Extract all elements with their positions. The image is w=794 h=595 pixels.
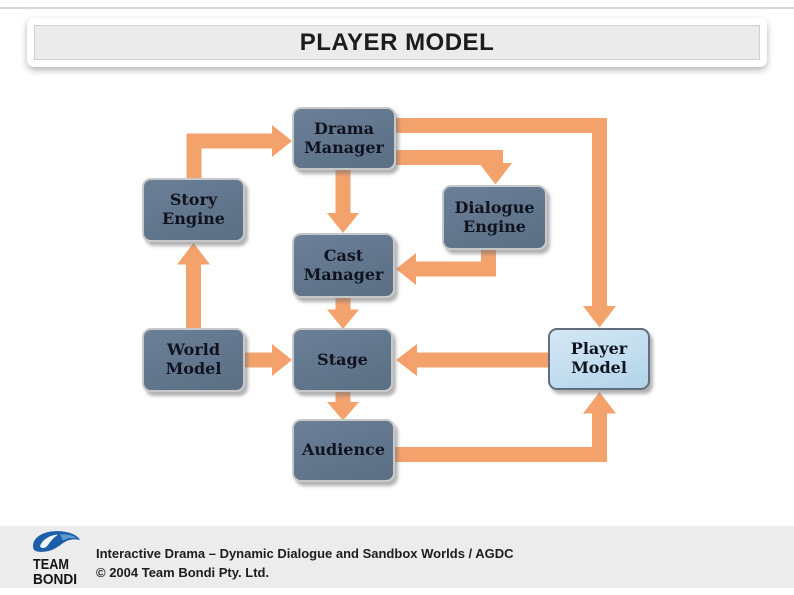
arrow-stage-to-audience — [327, 392, 359, 421]
node-label: Player Model — [570, 339, 628, 377]
node-drama-manager: Drama Manager — [292, 107, 396, 170]
footer-line1: Interactive Drama – Dynamic Dialogue and… — [96, 546, 514, 561]
arrow-drama-manager-to-dialogue-engine — [396, 150, 512, 185]
page-title: PLAYER MODEL — [299, 28, 495, 56]
footer-bar: TEAM BONDI Interactive Drama – Dynamic D… — [0, 526, 794, 588]
top-divider — [0, 7, 794, 9]
footer-text: Interactive Drama – Dynamic Dialogue and… — [96, 545, 514, 582]
node-label: Audience — [301, 440, 386, 460]
arrow-cast-manager-to-stage — [327, 298, 359, 329]
wave-icon — [33, 531, 80, 552]
arrow-story-engine-to-drama-manager — [186, 125, 292, 178]
title-bar-panel: PLAYER MODEL — [34, 25, 760, 60]
node-label: Stage — [317, 349, 368, 369]
node-label: Drama Manager — [304, 118, 384, 157]
logo-text-bondi: BONDI — [33, 571, 77, 588]
node-label: Story Engine — [162, 190, 225, 228]
arrow-audience-to-player-model — [395, 392, 616, 462]
node-audience: Audience — [292, 419, 395, 482]
arrow-drama-manager-to-player-model — [396, 118, 616, 328]
logo-text-team: TEAM — [33, 556, 69, 573]
arrow-world-model-to-story-engine — [177, 243, 210, 328]
arrow-world-model-to-stage — [245, 344, 292, 376]
node-dialogue-engine: Dialogue Engine — [442, 185, 547, 250]
team-bondi-logo: TEAM BONDI — [33, 531, 80, 588]
node-label: Cast Manager — [303, 245, 384, 284]
node-label: Dialogue Engine — [454, 197, 535, 236]
arrow-drama-manager-to-cast-manager — [327, 170, 359, 233]
title-bar: PLAYER MODEL — [27, 18, 767, 67]
node-world-model: World Model — [142, 328, 245, 392]
footer-line2: © 2004 Team Bondi Pty. Ltd. — [96, 564, 270, 580]
arrow-player-model-to-stage — [396, 344, 548, 376]
node-label: World Model — [165, 340, 222, 378]
node-story-engine: Story Engine — [142, 178, 245, 242]
node-stage: Stage — [292, 328, 393, 392]
node-cast-manager: Cast Manager — [292, 233, 395, 298]
node-player-model: Player Model — [548, 328, 650, 390]
arrow-dialogue-engine-to-cast-manager — [396, 250, 496, 285]
